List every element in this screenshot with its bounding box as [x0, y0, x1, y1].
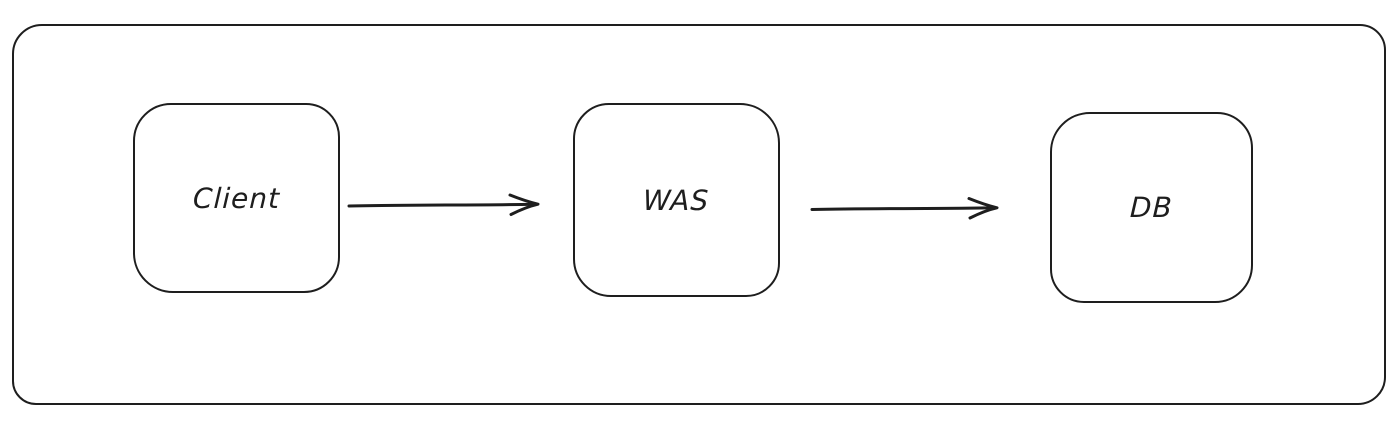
node-was-label: WAS — [642, 183, 711, 217]
arrow-was-to-db[interactable] — [810, 196, 1006, 222]
arrow-right-icon — [810, 197, 999, 220]
node-client[interactable]: Client — [133, 103, 340, 293]
arrow-right-icon — [347, 193, 540, 216]
node-db-label: DB — [1129, 191, 1174, 224]
node-db[interactable]: DB — [1050, 112, 1253, 303]
diagram-frame[interactable] — [12, 24, 1386, 405]
node-was[interactable]: WAS — [573, 103, 780, 297]
node-client-label: Client — [192, 181, 281, 215]
arrow-client-to-was[interactable] — [347, 192, 547, 218]
